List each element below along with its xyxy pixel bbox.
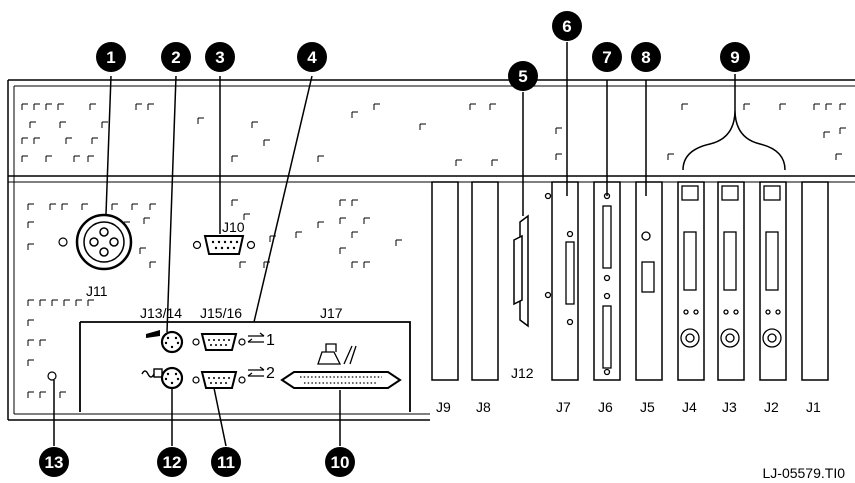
label-j1: J1	[806, 399, 821, 415]
j12-connector	[514, 216, 528, 326]
svg-text:6: 6	[562, 17, 571, 36]
figure-id: LJ-05579.TI0	[763, 465, 846, 481]
callout-3: 3	[205, 42, 235, 72]
callout-9: 9	[720, 42, 750, 72]
svg-text:9: 9	[730, 48, 739, 67]
callout-6: 6	[552, 11, 582, 41]
label-j3: J3	[722, 399, 737, 415]
svg-text:3: 3	[215, 48, 224, 67]
j17-parallel-port	[282, 372, 400, 388]
callout-8: 8	[631, 42, 661, 72]
svg-text:1: 1	[106, 48, 115, 67]
keyboard-icon	[146, 330, 160, 338]
callout-2: 2	[161, 42, 191, 72]
svg-text:7: 7	[602, 48, 611, 67]
callout-10: 10	[325, 447, 355, 477]
label-j11: J11	[86, 283, 108, 299]
arrow-icon	[248, 333, 264, 376]
label-j13-14: J13/14	[140, 305, 182, 321]
callout-12: 12	[157, 447, 187, 477]
label-j12: J12	[511, 365, 534, 381]
label-j5: J5	[640, 399, 655, 415]
svg-text:8: 8	[641, 48, 650, 67]
callout-4: 4	[297, 42, 327, 72]
callout-13-hole	[48, 372, 56, 380]
label-port-1: 1	[266, 332, 275, 349]
callout-1: 1	[96, 42, 126, 72]
mouse-icon	[142, 369, 162, 377]
label-port-2: 2	[266, 365, 275, 382]
label-j17: J17	[320, 305, 343, 321]
printer-icon	[318, 344, 356, 364]
callout-7: 7	[592, 42, 622, 72]
label-j15-16: J15/16	[200, 305, 242, 321]
label-j10: J10	[222, 219, 245, 235]
callout-5: 5	[508, 61, 538, 91]
label-j8: J8	[476, 399, 491, 415]
label-j7: J7	[556, 399, 571, 415]
j13-14-ports	[162, 332, 182, 388]
svg-text:10: 10	[331, 453, 350, 472]
label-j2: J2	[764, 399, 779, 415]
svg-text:4: 4	[307, 48, 317, 67]
j11-connector	[59, 215, 131, 269]
io-panel	[80, 322, 410, 412]
callout-11: 11	[211, 447, 241, 477]
svg-text:5: 5	[518, 67, 527, 86]
svg-text:13: 13	[45, 453, 64, 472]
svg-text:11: 11	[217, 453, 235, 472]
leader-lines	[54, 42, 785, 446]
svg-text:2: 2	[171, 48, 180, 67]
j15-16-ports	[193, 334, 245, 388]
label-j6: J6	[598, 399, 613, 415]
label-j9: J9	[436, 399, 451, 415]
label-j4: J4	[682, 399, 697, 415]
callout-13: 13	[39, 447, 69, 477]
svg-text:12: 12	[163, 453, 182, 472]
j10-connector	[194, 236, 255, 254]
